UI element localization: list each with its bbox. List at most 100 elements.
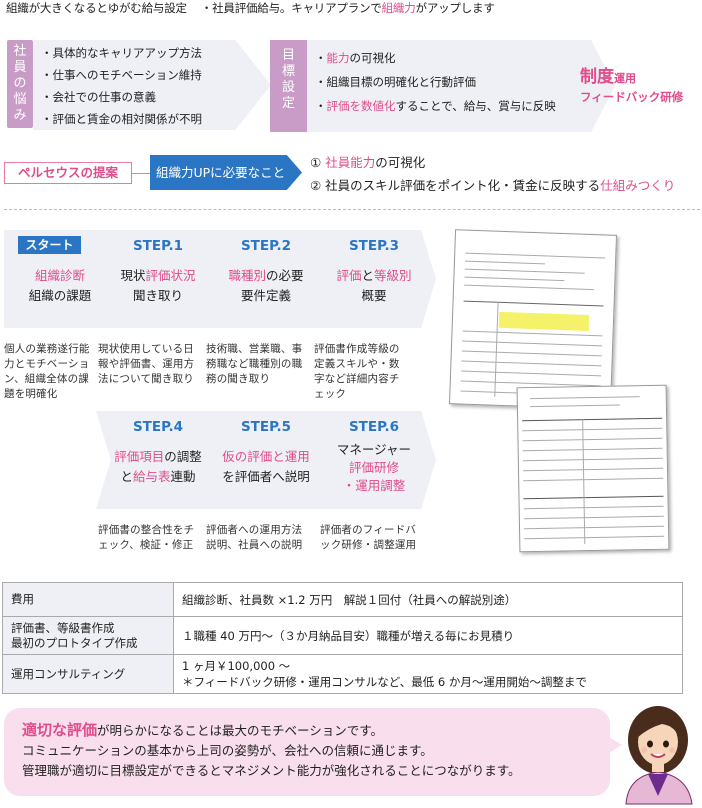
grade-sheet-image [516,384,670,553]
goal-item: ・能力の可視化 [315,51,396,65]
step-text-hl: 評価状況 [145,268,196,283]
table-row: 費用 組織診断、社員数 ×1.2 万円 解説１回付（社員への解説別途） [2,582,683,617]
proposal-item-1: ① 社員能力の可視化 [310,151,675,174]
proposal-item-2: ② 社員のスキル評価をポイント化・賃金に反映する仕組みつくり [310,174,675,197]
step-line: 評価と等級別 [312,266,436,286]
section-divider [4,209,700,210]
result-block: 制度運用 フィードバック研修 [580,62,683,105]
step-line: 聞き取り [132,288,183,303]
goal-item-hl: 能力 [326,51,350,65]
step-2: STEP.2 職種別の必要 要件定義 [204,230,328,328]
step-text: 現状 [120,268,146,283]
step-text-hl: 評価 [336,268,362,283]
message-hl: 適切な評価 [22,721,98,739]
result-title-main: 制度 [580,67,614,87]
proposal-connector [132,173,150,174]
goals-label-char: 設 [281,80,295,95]
step-head: STEP.4 [132,419,184,435]
message-line-3: 管理職が適切に目標設定ができるとマネジメント能力が強化されることにつながります。 [22,763,521,778]
goals-label-char: 標 [281,64,295,79]
worries-label-char: 員 [13,60,27,75]
worries-panel: ・具体的なキャリアアップ方法 ・仕事へのモチベーション維持 ・会社での仕事の意義… [33,40,271,130]
step-line: と給与表連動 [96,467,220,487]
intro-line: 組織が大きくなるとゆがむ給与設定・社員評価給与。キャリアプランで組織力がアップし… [6,0,509,16]
evaluation-sheet-image [448,229,618,410]
goals-label-char: 定 [281,96,295,111]
start-badge: スタート [18,236,81,254]
step-text: の調整 [164,449,202,464]
cost-table: 費用 組織診断、社員数 ×1.2 万円 解説１回付（社員への解説別途） 評価書、… [2,582,683,694]
step-line: 職種別の必要 [204,266,328,286]
step-head: STEP.2 [240,238,292,254]
cost-label: 運用コンサルティング [2,654,174,694]
step-desc: 評価者のフィードバック研修・調整運用 [320,524,417,551]
step-4: STEP.4 評価項目の調整 と給与表連動 [96,411,220,509]
cost-value: １職種 40 万円〜（３か月納品目安）職種が増える毎にお見積り [173,616,683,655]
step-head: STEP.5 [240,419,292,435]
intro-a: 組織が大きくなるとゆがむ給与設定 [6,1,187,15]
step-head: STEP.6 [348,419,400,435]
worry-item: ・会社での仕事の意義 [41,90,156,104]
step-text: 連動 [170,469,196,484]
message-line-1: 適切な評価が明らかになることは最大のモチベーションです。 [22,720,521,741]
result-title: 制度運用 [580,62,683,87]
step-2-body: 職種別の必要 要件定義 [204,266,328,306]
goal-item-rest: の可視化 [349,51,396,65]
step-desc: 評価書の整合性をチェック、検証・修正 [98,524,195,551]
step-6: STEP.6 マネージャー 評価研修 ・運用調整 [312,411,436,509]
step-text-hl: 評価項目 [114,449,165,464]
cost-label: 評価書、等級書作成最初のプロトタイプ作成 [2,616,174,655]
goal-item-rest: することで、給与、賞与に反映 [395,99,556,113]
step-text: と [120,469,133,484]
goals-label-char: 目 [281,48,295,63]
message-rest: が明らかになることは最大のモチベーションです。 [97,723,384,738]
step-line: 概要 [361,288,387,303]
cost-label-line: 最初のプロトタイプ作成 [11,635,138,650]
step-head: STEP.1 [132,238,184,254]
step-line: を評価者へ説明 [222,469,310,484]
worries-label-char: 悩 [13,92,27,107]
step-3: STEP.3 評価と等級別 概要 [312,230,436,328]
worries-label-char: の [13,76,27,91]
step-line: ・運用調整 [342,478,406,493]
step-1-body: 現状評価状況 聞き取り [96,266,220,306]
step-4-body: 評価項目の調整 と給与表連動 [96,447,220,487]
proposal-item-pre: ① [310,155,326,170]
step-desc: 技術職、営業職、事務職など職種別の職務の聞き取り [206,343,303,385]
step-head: STEP.3 [348,238,400,254]
worry-item: ・評価と賃金の相対関係が不明 [41,112,202,126]
proposal-items: ① 社員能力の可視化 ② 社員のスキル評価をポイント化・賃金に反映する仕組みつく… [310,151,675,197]
proposal-item-hl: 仕組みつくり [600,178,676,193]
goals-label: 目 標 設 定 [270,40,307,132]
step-5: STEP.5 仮の評価と運用 を評価者へ説明 [204,411,328,509]
intro-b-hl: 組織力 [381,1,416,15]
consultant-avatar [625,706,693,805]
worries-label-char: み [13,108,27,123]
table-row: 評価書、等級書作成最初のプロトタイプ作成 １職種 40 万円〜（３か月納品目安）… [2,616,683,655]
step-line: 要件定義 [240,288,291,303]
goals-panel: ・能力の可視化 ・組織目標の明確化と行動評価 ・評価を数値化することで、給与、賞… [307,40,592,132]
worries-label-char: 社 [13,44,27,59]
cost-label-line: 評価書、等級書作成 [11,620,115,635]
step-line: 現状評価状況 [96,266,220,286]
step-1: STEP.1 現状評価状況 聞き取り [96,230,220,328]
goal-item-hl: 評価を数値化 [326,99,396,113]
intro-b-pre: ・社員評価給与。キャリアプランで [200,1,382,15]
step-line: 評価項目の調整 [96,447,220,467]
step-3-body: 評価と等級別 概要 [312,266,436,306]
step-5-body: 仮の評価と運用 を評価者へ説明 [204,447,328,487]
step-text-hl: 等級別 [374,268,412,283]
cost-value: 1 ヶ月￥100,000 〜 ＊フィードバック研修・運用コンサルなど、最低 6 … [173,654,683,694]
proposal-label: ペルセウスの提案 [4,162,132,184]
goal-item: ・組織目標の明確化と行動評価 [315,75,476,89]
proposal-item-post: の可視化 [375,155,426,170]
step-line: マネージャー [336,442,412,457]
worry-item: ・仕事へのモチベーション維持 [41,68,202,82]
intro-b: ・社員評価給与。キャリアプランで組織力がアップします [201,1,495,15]
step-line: 評価研修 [348,460,399,475]
step-desc: 評価者への運用方法説明、社員への説明 [206,524,303,551]
step-desc: 現状使用している日報や評価書、運用方法について聞き取り [98,343,195,385]
table-row: 運用コンサルティング 1 ヶ月￥100,000 〜 ＊フィードバック研修・運用コ… [2,654,683,694]
message-bubble [4,708,610,796]
result-subtitle: フィードバック研修 [580,90,684,104]
